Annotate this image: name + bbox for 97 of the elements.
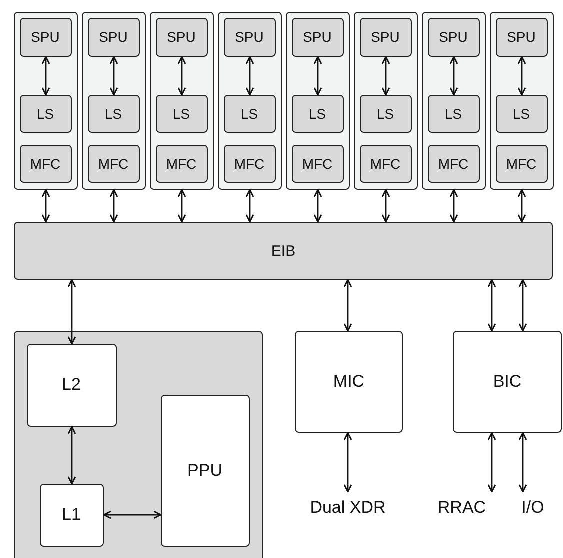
unit-label: SPU — [99, 29, 128, 45]
unit-label: MFC — [302, 156, 333, 172]
arrow — [344, 279, 352, 332]
unit-box — [156, 18, 208, 56]
arrow — [488, 279, 496, 332]
arrow — [178, 56, 186, 96]
unit-box — [156, 144, 208, 182]
unit-box — [224, 18, 276, 56]
unit-box — [40, 484, 104, 546]
unit-box — [224, 144, 276, 182]
arrow — [110, 189, 118, 223]
unit-label: MFC — [166, 156, 197, 172]
arrow — [518, 432, 528, 493]
processor-element-panel — [286, 12, 350, 190]
port-label: I/O — [505, 492, 561, 518]
unit-box — [20, 94, 72, 132]
unit-label: MFC — [370, 156, 401, 172]
processor-element-panel — [354, 12, 418, 190]
unit-label: BIC — [493, 372, 522, 392]
arrow — [42, 56, 50, 96]
arrow — [450, 56, 458, 96]
unit-label: EIB — [271, 242, 296, 260]
unit-box — [88, 144, 140, 182]
unit-box — [453, 331, 562, 433]
unit-label: L2 — [62, 375, 81, 395]
unit-label: LS — [240, 106, 258, 122]
unit-label: MFC — [30, 156, 61, 172]
unit-label: LS — [104, 106, 122, 122]
unit-label: LS — [308, 106, 326, 122]
arrow — [450, 189, 458, 223]
unit-box — [224, 94, 276, 132]
unit-label: SPU — [371, 29, 400, 45]
unit-label: L1 — [62, 505, 81, 525]
unit-label: SPU — [31, 29, 60, 45]
unit-label: MFC — [234, 156, 265, 172]
unit-label: MFC — [98, 156, 129, 172]
arrow — [42, 189, 50, 223]
unit-box — [496, 18, 548, 56]
unit-box — [496, 94, 548, 132]
unit-label: SPU — [439, 29, 468, 45]
processor-core-panel — [14, 331, 263, 558]
arrow — [178, 189, 186, 223]
unit-box — [428, 144, 480, 182]
unit-label: SPU — [303, 29, 332, 45]
arrow — [246, 189, 254, 223]
unit-box — [360, 18, 412, 56]
arrow — [382, 56, 390, 96]
processor-element-panel — [218, 12, 282, 190]
unit-box — [156, 94, 208, 132]
port-label: Dual XDR — [296, 492, 400, 518]
unit-box — [360, 94, 412, 132]
arrow — [518, 279, 528, 332]
unit-label: LS — [512, 106, 530, 122]
processor-element-panel — [14, 12, 78, 190]
arrow — [382, 189, 390, 223]
arrow — [68, 279, 76, 345]
arrow — [314, 56, 322, 96]
unit-label: LS — [444, 106, 462, 122]
bus-box — [14, 222, 553, 280]
unit-box — [292, 18, 344, 56]
unit-box — [20, 18, 72, 56]
arrow — [314, 189, 322, 223]
unit-box — [428, 94, 480, 132]
unit-label: MFC — [438, 156, 469, 172]
processor-element-panel — [422, 12, 486, 190]
unit-label: SPU — [507, 29, 536, 45]
unit-label: LS — [376, 106, 394, 122]
arrow — [68, 426, 76, 485]
unit-box — [88, 94, 140, 132]
processor-element-panel — [150, 12, 214, 190]
processor-element-panel — [490, 12, 554, 190]
unit-box — [26, 344, 116, 426]
unit-box — [360, 144, 412, 182]
port-label: RRAC — [428, 492, 496, 518]
unit-label: MFC — [506, 156, 537, 172]
unit-label: SPU — [167, 29, 196, 45]
unit-box — [20, 144, 72, 182]
unit-box — [295, 331, 403, 433]
unit-label: MIC — [333, 372, 365, 392]
unit-label: SPU — [235, 29, 264, 45]
unit-box — [292, 94, 344, 132]
unit-box — [292, 144, 344, 182]
unit-box — [160, 394, 250, 546]
unit-label: LS — [36, 106, 54, 122]
arrow — [344, 432, 352, 493]
arrow — [110, 56, 118, 96]
arrow — [246, 56, 254, 96]
unit-label: LS — [172, 106, 190, 122]
unit-box — [428, 18, 480, 56]
arrow — [488, 432, 496, 493]
arrow — [518, 189, 526, 223]
arrow — [103, 510, 162, 520]
arrow — [518, 56, 526, 96]
processor-element-panel — [82, 12, 146, 190]
unit-label: PPU — [188, 460, 222, 480]
unit-box — [88, 18, 140, 56]
unit-box — [496, 144, 548, 182]
